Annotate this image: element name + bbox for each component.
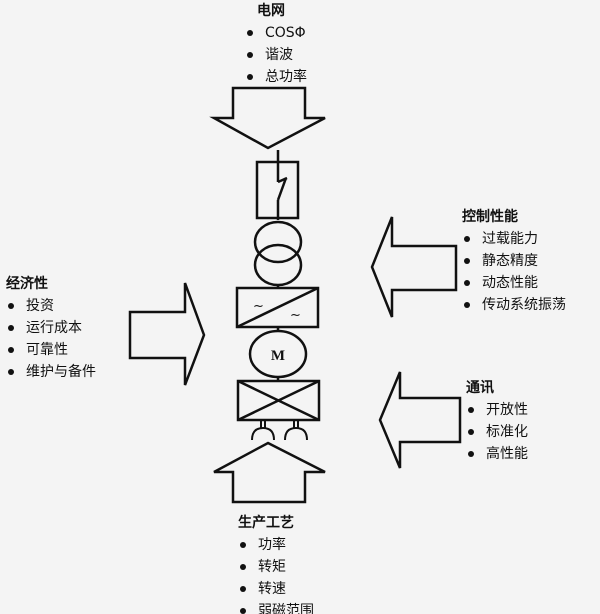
economy-block: 经济性 投资 运行成本 可靠性 维护与备件 <box>6 273 96 383</box>
converter-ac-in: ~ <box>253 299 264 314</box>
comm-item: 标准化 <box>466 421 528 443</box>
process-item: 功率 <box>238 534 314 556</box>
economy-item: 运行成本 <box>6 317 96 339</box>
converter-ac-out: ~ <box>290 308 301 323</box>
control-item: 静态精度 <box>462 250 566 272</box>
process-item: 转矩 <box>238 556 314 578</box>
control-item: 传动系统振荡 <box>462 294 566 316</box>
comm-arrow <box>378 371 462 469</box>
comm-title: 通讯 <box>466 380 494 396</box>
grid-item: 谐波 <box>245 44 307 66</box>
grid-item: COSΦ <box>245 22 307 44</box>
load-symbol <box>251 420 308 441</box>
process-item: 转速 <box>238 578 314 600</box>
converter-symbol <box>235 286 320 331</box>
control-block: 控制性能 过载能力 静态精度 动态性能 传动系统振荡 <box>462 206 566 316</box>
comm-item: 开放性 <box>466 399 528 421</box>
control-arrow <box>370 216 458 318</box>
gearbox-symbol <box>236 379 321 422</box>
switch-symbol <box>255 150 300 220</box>
economy-item: 可靠性 <box>6 339 96 361</box>
process-block: 生产工艺 功率 转矩 转速 弱磁范围 <box>238 512 314 614</box>
transformer-symbol <box>253 220 303 288</box>
economy-arrow <box>128 282 206 386</box>
process-title: 生产工艺 <box>238 515 294 531</box>
grid-arrow <box>209 86 326 150</box>
process-arrow <box>213 441 326 504</box>
economy-item: 维护与备件 <box>6 361 96 383</box>
grid-block: 电网 COSΦ 谐波 总功率 <box>245 0 307 88</box>
grid-item: 总功率 <box>245 66 307 88</box>
grid-title: 电网 <box>257 3 285 19</box>
motor-label: M <box>271 348 285 364</box>
comm-item: 高性能 <box>466 443 528 465</box>
economy-item: 投资 <box>6 295 96 317</box>
control-item: 动态性能 <box>462 272 566 294</box>
control-title: 控制性能 <box>462 209 518 225</box>
economy-title: 经济性 <box>6 276 48 292</box>
control-item: 过载能力 <box>462 228 566 250</box>
process-item: 弱磁范围 <box>238 600 314 614</box>
comm-block: 通讯 开放性 标准化 高性能 <box>466 377 528 465</box>
